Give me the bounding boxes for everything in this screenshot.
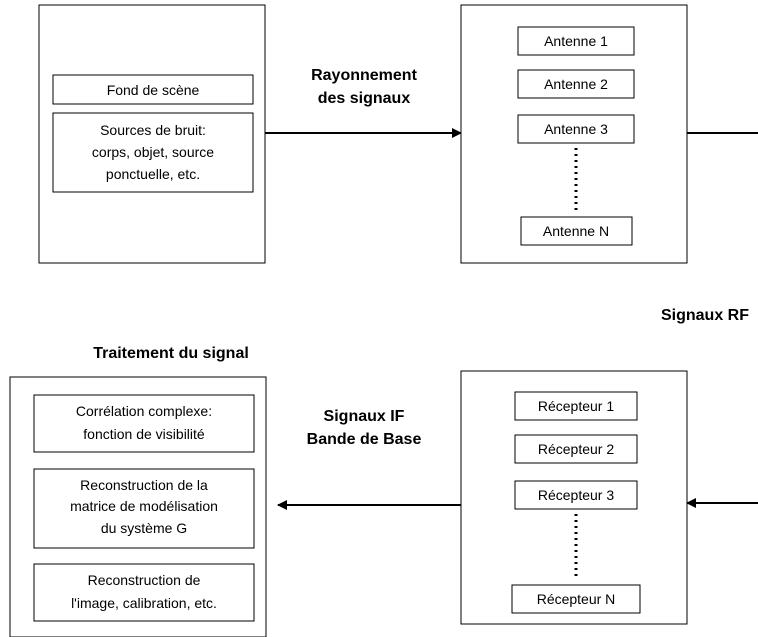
antenna-label-2: Antenne 2 [544,76,608,92]
reconstruction-line-1: Reconstruction de la [80,477,208,493]
background-label: Fond de scène [107,82,200,98]
reconstruction-line-3: du système G [101,520,187,536]
reconstruction-box [33,468,255,549]
image-reconstruction-box [33,563,255,622]
receiver-label-2: Récepteur 2 [538,441,614,457]
background-box [52,74,254,105]
correlation-line-2: fonction de visibilité [83,426,205,442]
if-label-line-1: Signaux IF [324,408,405,425]
antenna-label-3: Antenne 3 [544,121,608,137]
receiver-box-3 [514,480,638,510]
antenna-label-n: Antenne N [543,223,609,239]
rf-label: Signaux RF [661,307,749,324]
correlation-box [33,394,255,453]
antenna-box-3 [517,114,635,144]
antenna-box-2 [517,69,635,99]
noise-sources-box [52,112,254,193]
receiver-box-1 [514,391,638,421]
if-label-line-2: Bande de Base [307,431,422,448]
antenna-box-n [520,216,633,246]
radiation-label-line-1: Rayonnement [311,67,417,84]
receiver-label-n: Récepteur N [537,591,616,607]
radiation-label-line-2: des signaux [318,90,411,107]
antenna-label-1: Antenne 1 [544,33,608,49]
image-reconstruction-line-1: Reconstruction de [88,572,201,588]
noise-sources-line-2: corps, objet, source [92,144,214,160]
receiver-box-n [511,584,641,614]
receiver-box-2 [514,434,638,464]
reconstruction-line-2: matrice de modélisation [70,498,218,514]
noise-sources-line-1: Sources de bruit: [100,122,206,138]
antenna-box-1 [517,26,635,56]
image-reconstruction-line-2: l'image, calibration, etc. [71,595,217,611]
processing-title: Traitement du signal [93,345,249,362]
correlation-line-1: Corrélation complexe: [76,403,212,419]
receiver-label-1: Récepteur 1 [538,398,614,414]
noise-sources-line-3: ponctuelle, etc. [106,166,200,182]
receiver-label-3: Récepteur 3 [538,487,614,503]
